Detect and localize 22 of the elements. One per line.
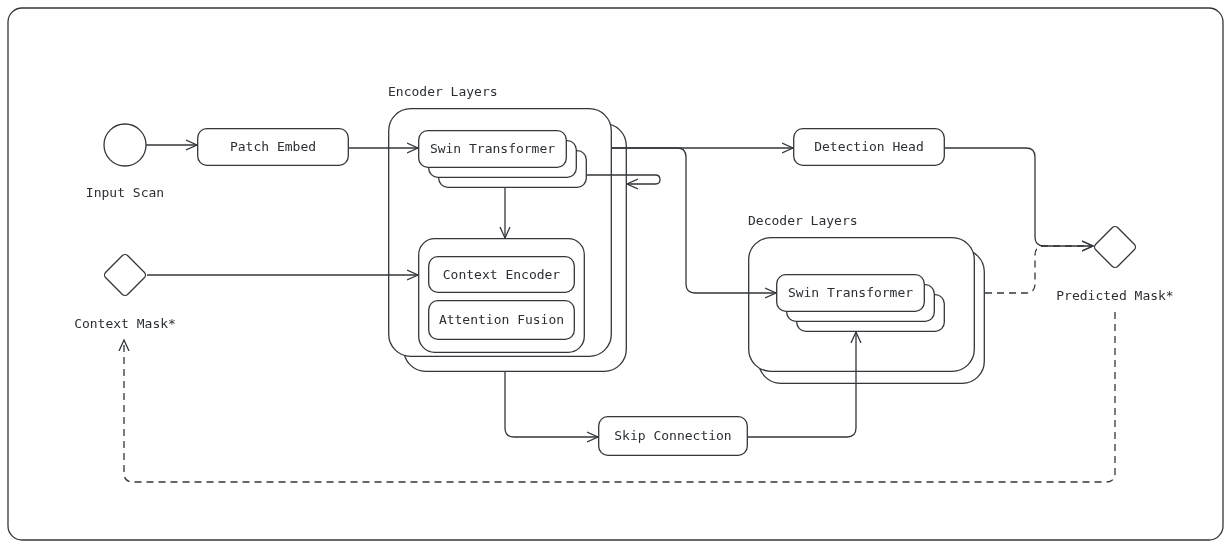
node-label: Swin Transformer [786,285,915,301]
arrow [348,142,419,154]
node-label: Swin Transformer [428,141,557,157]
node-label: Context Encoder [441,266,562,283]
node-label: Input Scan [85,185,165,201]
group-title: Decoder Layers [748,213,858,229]
arrow [504,371,599,443]
arrow [499,187,511,239]
arrow [146,269,419,281]
node-label: Patch Embed [228,139,318,155]
dashed-arrow [984,240,1094,294]
node-label: Detection Head [813,139,925,155]
node-label: Context Mask* [74,316,176,332]
arrow [611,147,777,299]
node-label: Attention Fusion [437,312,566,328]
dashed-arrow [118,311,1116,483]
arrow [747,331,862,438]
node-label: Predicted Mask* [1056,288,1174,304]
node-label: Skip Connection [613,428,733,444]
arrow [586,174,661,190]
arrow [145,139,198,151]
group-title: Encoder Layers [388,84,498,100]
